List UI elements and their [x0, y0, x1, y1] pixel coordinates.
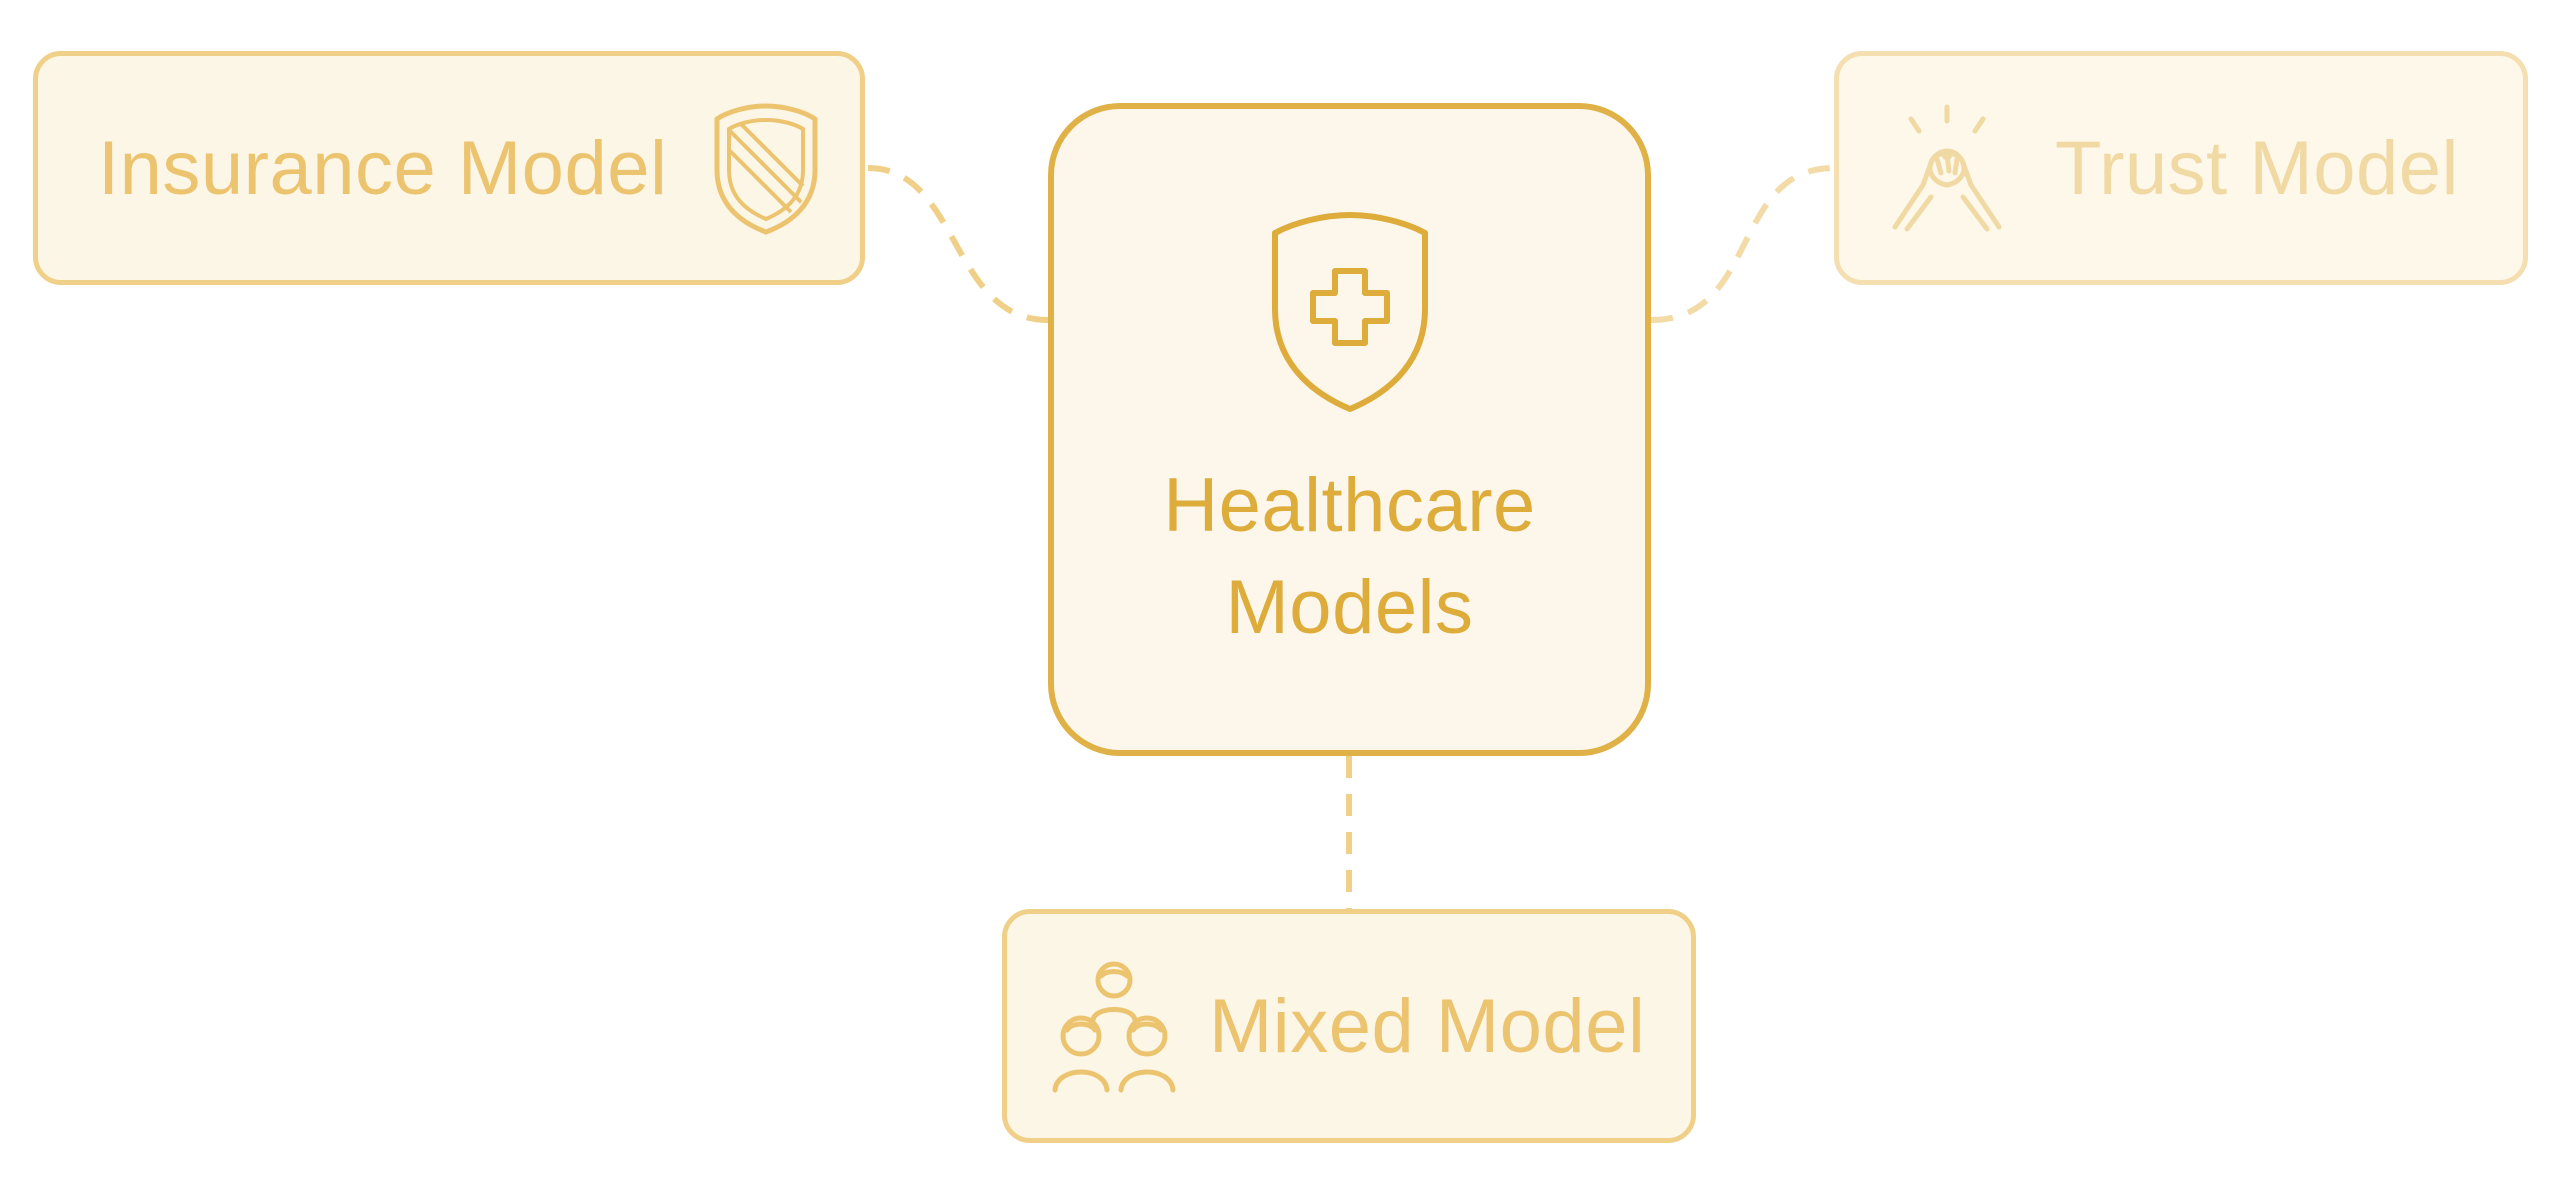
node-label: Insurance Model — [98, 125, 668, 211]
node-insurance-model: Insurance Model — [33, 51, 865, 285]
shield-stripes-icon — [711, 100, 821, 236]
people-group-icon — [1049, 958, 1179, 1094]
node-label: Mixed Model — [1209, 983, 1646, 1069]
shield-cross-icon — [1265, 209, 1435, 415]
node-healthcare-models: Healthcare Models — [1048, 103, 1651, 756]
connector-insurance — [867, 165, 1049, 323]
handshake-icon — [1887, 103, 2007, 233]
connector-trust — [1650, 165, 1835, 323]
node-label: Healthcare Models — [1163, 463, 1536, 650]
node-trust-model: Trust Model — [1834, 51, 2528, 285]
node-mixed-model: Mixed Model — [1002, 909, 1696, 1143]
node-label: Trust Model — [2055, 125, 2459, 211]
